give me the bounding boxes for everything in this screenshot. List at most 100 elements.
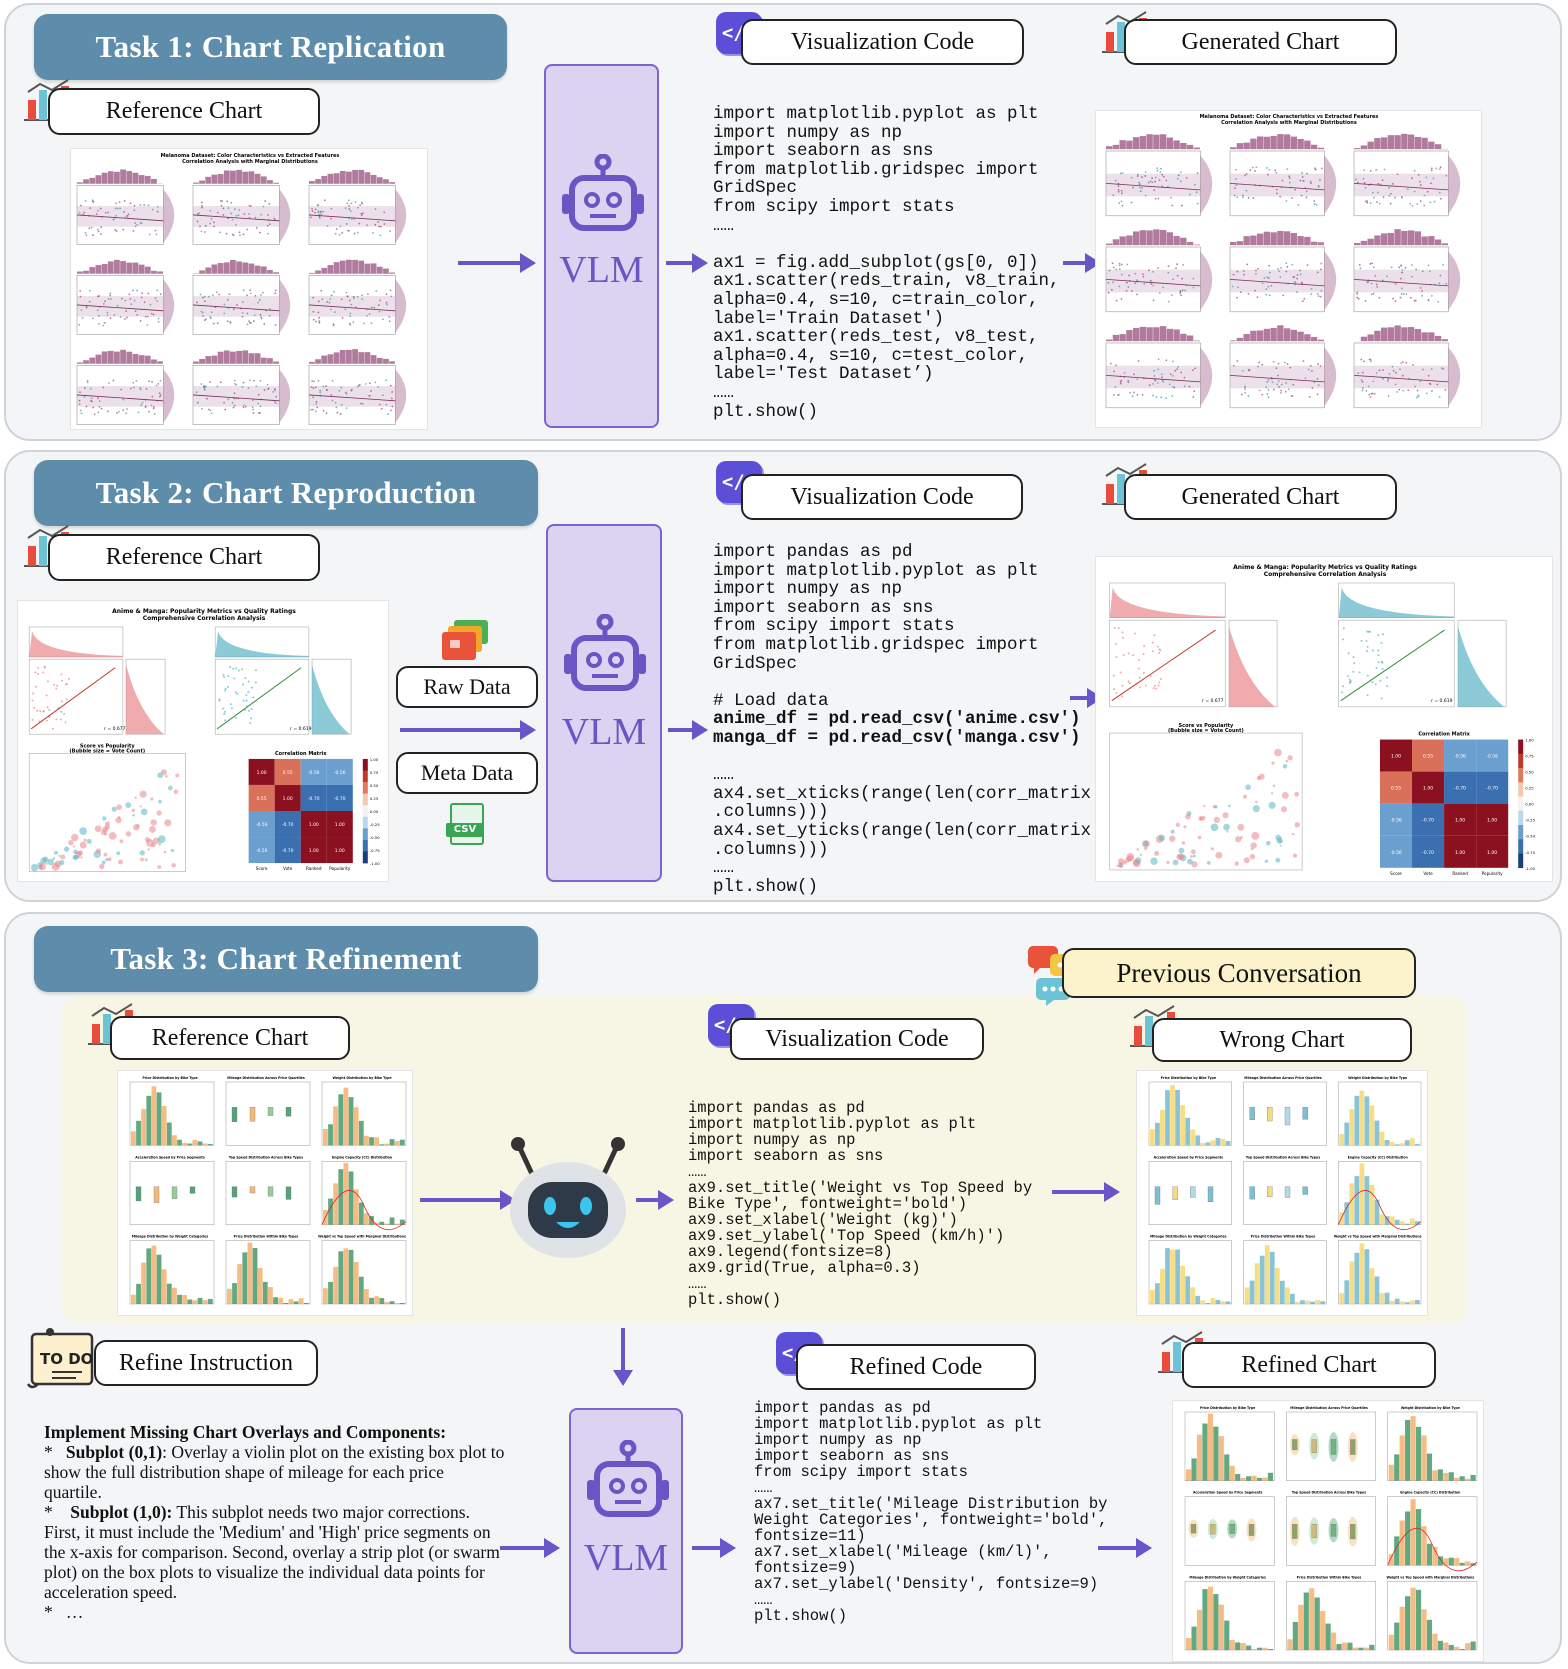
subplot-title: Mileage Distribution Across Price Quarti… — [1244, 1076, 1322, 1080]
bubble-point — [1243, 857, 1250, 864]
scatter-point — [1363, 169, 1366, 171]
scatter-point — [1139, 186, 1142, 189]
scatter-point — [151, 380, 153, 383]
bubble-point — [1213, 816, 1220, 823]
scatter-point — [1367, 385, 1370, 388]
scatter-point — [1165, 397, 1168, 399]
scatter-point — [132, 230, 135, 232]
task1-title: Task 1: Chart Replication — [34, 14, 507, 80]
bubble-point — [164, 774, 168, 778]
scatter-point — [1371, 191, 1374, 194]
density-line — [1387, 1527, 1478, 1572]
scatter-point — [1285, 200, 1288, 202]
confidence-band — [309, 296, 396, 317]
scatter-point — [129, 298, 132, 300]
scatter-point — [313, 380, 315, 383]
histogram-bar — [339, 170, 346, 184]
scatter-point — [255, 226, 258, 229]
scatter-point — [1149, 180, 1152, 183]
histogram-bar — [1339, 1133, 1345, 1146]
scatter-point — [202, 296, 204, 299]
scatter-point — [1138, 183, 1141, 186]
scatter-point — [311, 380, 314, 383]
bubble-point — [1206, 860, 1211, 865]
meta-data-label: Meta Data — [396, 752, 538, 794]
subplot-title: Price Distribution Within Bike Types — [1251, 1235, 1316, 1239]
bubble-point — [1166, 860, 1170, 864]
trend-line — [308, 304, 396, 312]
scatter-point — [48, 708, 51, 711]
scatter-point — [352, 295, 355, 298]
scatter-point — [128, 293, 131, 296]
scatter-point — [1433, 200, 1436, 203]
scatter-point — [360, 402, 362, 405]
scatter-point — [335, 228, 338, 230]
heatmap-cell — [1444, 739, 1477, 772]
bubble-point — [175, 773, 180, 778]
histogram-bar — [1112, 239, 1120, 246]
heatmap-value: -0.70 — [1422, 818, 1434, 824]
subplot-title: Top Speed Distribution Across Bike Types — [229, 1155, 303, 1159]
marginal-density — [163, 279, 175, 333]
histogram-bar — [1220, 1301, 1226, 1304]
scatter-point — [1421, 270, 1424, 273]
heatmap-value: -0.70 — [282, 848, 294, 854]
scatter-point — [1280, 392, 1282, 394]
scatter-point — [59, 718, 62, 721]
scatter-point — [1168, 383, 1171, 386]
scatter-point — [1358, 671, 1361, 674]
scatter-point — [1414, 385, 1417, 388]
heatmap-cell — [274, 784, 301, 811]
scatter-point — [260, 213, 263, 216]
histogram-bar — [321, 175, 328, 184]
scatter-point — [210, 412, 213, 415]
corr-x-label: Score — [1390, 871, 1402, 876]
scatter-point — [1261, 282, 1264, 285]
scatter-point — [1153, 634, 1156, 637]
scatter-point — [1314, 168, 1317, 171]
histogram-bar — [370, 174, 377, 184]
scatter-point — [203, 387, 206, 389]
scatter-point — [232, 308, 235, 311]
scatter-point — [1274, 169, 1277, 172]
arrow-ref-to-bot-3 — [420, 1190, 516, 1210]
scatter-point — [1438, 396, 1441, 398]
trend-line — [216, 667, 302, 730]
box-plot — [1172, 1186, 1178, 1200]
histogram-bar — [1159, 326, 1167, 342]
scatter-point — [1284, 390, 1287, 393]
scatter-point — [1130, 289, 1133, 292]
code-line: ax7.set_xlabel('Mileage (km/l)', — [754, 1543, 1052, 1561]
histogram-bar — [1415, 1426, 1422, 1481]
scatter-point — [195, 391, 198, 394]
trend-line — [1229, 183, 1325, 191]
bubble-point — [1250, 848, 1254, 851]
heatmap-value: -0.70 — [282, 822, 294, 828]
scatter-point — [357, 206, 359, 209]
histogram-bar — [89, 177, 96, 184]
task1-generated-chart: Melanoma Dataset: Color Characteristics … — [1095, 110, 1482, 428]
scatter-point — [1373, 196, 1375, 199]
scatter-point — [1399, 264, 1402, 267]
bubble-point — [1126, 855, 1134, 862]
arrow-data-to-vlm-2 — [400, 720, 536, 740]
scatter-point — [1123, 371, 1126, 374]
scatter-point — [267, 388, 270, 390]
robot-icon — [587, 1440, 669, 1517]
scatter-point — [1112, 674, 1115, 677]
scatter-point — [1231, 285, 1234, 288]
scatter-point — [1391, 365, 1394, 368]
scatter-point — [1232, 273, 1235, 276]
scatter-point — [157, 320, 160, 323]
heatmap-value: -0.56 — [1390, 818, 1402, 824]
trend-line — [192, 214, 280, 222]
histogram-bar — [343, 1162, 349, 1225]
histogram-bar — [364, 263, 371, 274]
scatter-subtitle: (Bubble size = Vote Count) — [1168, 728, 1244, 734]
box-plot — [1210, 1523, 1216, 1535]
scatter-point — [1310, 182, 1312, 185]
scatter-point — [1112, 281, 1114, 284]
histogram-bar — [1394, 229, 1401, 246]
bubble-point — [1282, 763, 1288, 769]
